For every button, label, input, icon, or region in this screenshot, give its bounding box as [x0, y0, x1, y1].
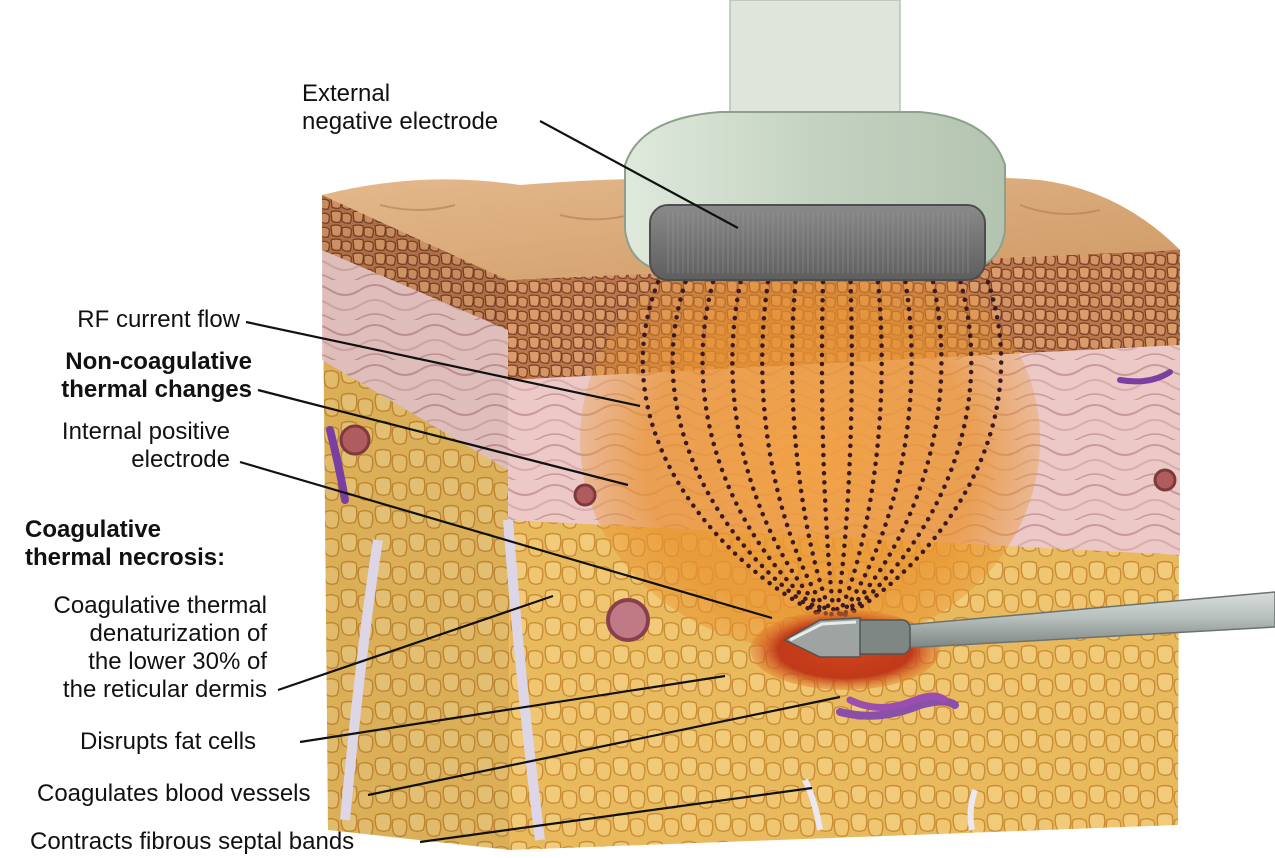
label-coagulative-header-line2: thermal necrosis:	[25, 544, 225, 572]
label-denaturization-line3: the lower 30% of	[5, 648, 267, 676]
label-internal-electrode-line2: electrode	[18, 446, 230, 474]
label-denaturization-line4: the reticular dermis	[5, 676, 267, 704]
label-coagulative-header-line1: Coagulative	[25, 516, 225, 544]
label-external-electrode-line1: External	[302, 80, 498, 108]
label-external-electrode: External negative electrode	[302, 80, 498, 136]
external-electrode	[625, 0, 1005, 280]
label-denaturization: Coagulative thermal denaturization of th…	[5, 592, 267, 704]
label-denaturization-line1: Coagulative thermal	[5, 592, 267, 620]
label-disrupts-fat-cells: Disrupts fat cells	[80, 728, 256, 756]
label-non-coagulative-line1: Non-coagulative	[18, 348, 252, 376]
label-internal-electrode: Internal positive electrode	[18, 418, 230, 474]
heat-zone	[580, 230, 1040, 650]
label-contracts-septal-bands: Contracts fibrous septal bands	[30, 828, 354, 856]
label-coagulative-necrosis-header: Coagulative thermal necrosis:	[25, 516, 225, 572]
label-external-electrode-line2: negative electrode	[302, 108, 498, 136]
label-denaturization-line2: denaturization of	[5, 620, 267, 648]
label-rf-current-flow: RF current flow	[40, 306, 240, 334]
label-non-coagulative-changes: Non-coagulative thermal changes	[18, 348, 252, 404]
electrode-plate-texture	[668, 212, 968, 273]
label-internal-electrode-line1: Internal positive	[18, 418, 230, 446]
label-coagulates-blood-vessels: Coagulates blood vessels	[37, 780, 311, 808]
label-non-coagulative-line2: thermal changes	[18, 376, 252, 404]
